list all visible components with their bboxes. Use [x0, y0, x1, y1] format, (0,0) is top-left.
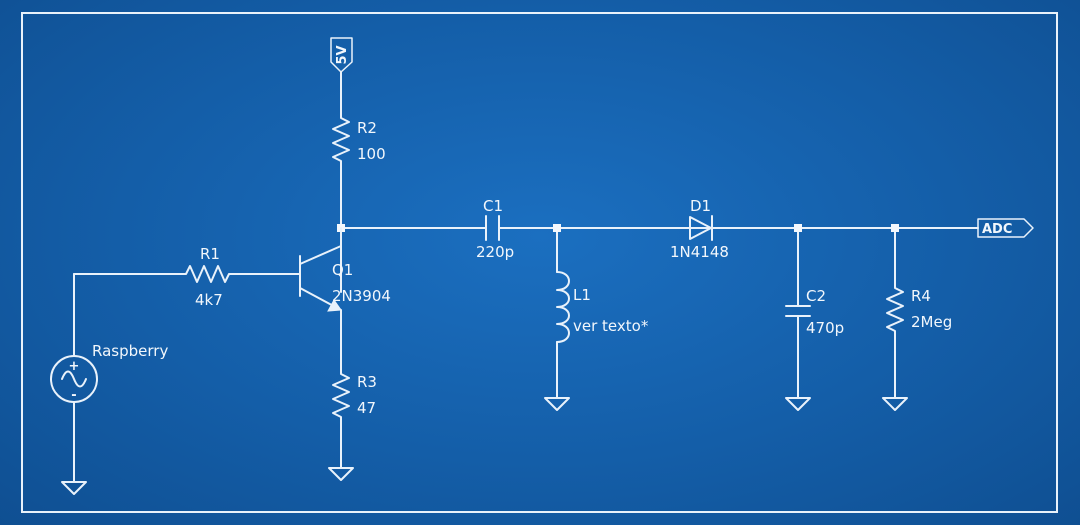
r4-value: 2Meg — [911, 313, 952, 331]
c1-ref: C1 — [483, 197, 503, 215]
junction-c2 — [794, 224, 802, 232]
resistor-r2: R2 100 — [332, 111, 386, 171]
l1-value: ver texto* — [573, 317, 649, 335]
ground-source-icon — [61, 481, 87, 495]
c1-value: 220p — [476, 243, 514, 261]
wires — [73, 71, 979, 483]
source-minus-sign: - — [71, 388, 76, 403]
l1-ref: L1 — [573, 286, 591, 304]
source-plus-sign: + — [69, 359, 80, 374]
source-label: Raspberry — [92, 342, 168, 360]
inductor-l1: L1 ver texto* — [556, 271, 649, 343]
r2-value: 100 — [357, 145, 386, 163]
diode-d1: D1 1N4148 — [670, 197, 729, 261]
power-flag-label: 5V — [335, 45, 350, 64]
ground-r3-icon — [328, 467, 354, 481]
capacitor-c2: C2 470p — [785, 287, 844, 337]
ground-r4-icon — [882, 397, 908, 411]
output-flag-label: ADC — [982, 222, 1012, 237]
drawing-border — [21, 12, 1058, 513]
capacitor-c1: C1 220p — [476, 197, 514, 261]
output-flag-adc: ADC — [977, 218, 1034, 238]
junction-l1 — [553, 224, 561, 232]
r2-ref: R2 — [357, 119, 377, 137]
ground-l1-icon — [544, 397, 570, 411]
voltage-source-raspberry: + - Raspberry — [50, 342, 168, 403]
q1-ref: Q1 — [332, 261, 353, 279]
r4-ref: R4 — [911, 287, 931, 305]
resistor-r4: R4 2Meg — [886, 281, 952, 341]
junction-r4 — [891, 224, 899, 232]
d1-value: 1N4148 — [670, 243, 729, 261]
resistor-r3: R3 47 — [332, 367, 377, 431]
q1-value: 2N3904 — [332, 287, 391, 305]
r1-ref: R1 — [200, 245, 220, 263]
c2-value: 470p — [806, 319, 844, 337]
ground-c2-icon — [785, 397, 811, 411]
c2-ref: C2 — [806, 287, 826, 305]
transistor-q1: Q1 2N3904 — [299, 227, 391, 319]
r1-value: 4k7 — [195, 291, 223, 309]
d1-ref: D1 — [690, 197, 711, 215]
power-flag-5v: 5V — [330, 37, 353, 73]
resistor-r1: R1 4k7 — [179, 245, 239, 309]
r3-value: 47 — [357, 399, 376, 417]
r3-ref: R3 — [357, 373, 377, 391]
